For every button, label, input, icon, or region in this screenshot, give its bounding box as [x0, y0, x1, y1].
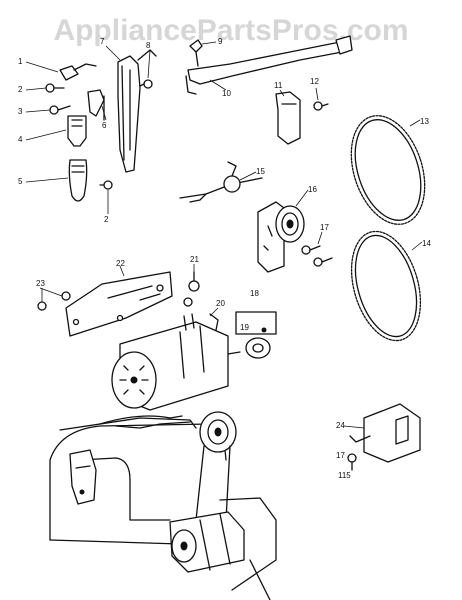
callout-19: 19 — [240, 323, 249, 332]
callout-3: 3 — [18, 107, 23, 116]
callout-22: 22 — [116, 259, 125, 268]
callout-2: 2 — [18, 85, 23, 94]
callout-21: 21 — [190, 255, 199, 264]
callout-18: 18 — [250, 289, 259, 298]
switch-lever — [179, 161, 263, 203]
callout-115: 115 — [338, 471, 351, 480]
callout-9: 9 — [218, 37, 223, 46]
leader-lines — [25, 41, 423, 429]
callout-4: 4 — [18, 135, 23, 144]
callout-13: 13 — [420, 117, 429, 126]
switch-block — [347, 403, 421, 471]
link-bracket — [275, 91, 329, 145]
callout-5: 5 — [18, 177, 23, 186]
callout-24: 24 — [336, 421, 345, 430]
callout-20: 20 — [216, 299, 225, 308]
motor-pulley-knob — [235, 311, 277, 359]
callout-6: 6 — [102, 121, 107, 130]
presser-arm-assembly — [185, 35, 353, 95]
callout-11: 11 — [274, 81, 283, 90]
callout-7: 7 — [100, 37, 105, 46]
motor — [111, 313, 241, 411]
callout-labels: 1 2 3 4 5 2 6 7 8 9 10 11 12 13 14 15 16… — [18, 37, 431, 480]
callout-10: 10 — [222, 89, 231, 98]
pulley-bracket — [257, 201, 333, 273]
callout-14: 14 — [422, 239, 431, 248]
belts — [350, 115, 426, 342]
lamp-bracket-assembly — [45, 49, 157, 202]
callout-23: 23 — [36, 279, 45, 288]
callout-12: 12 — [310, 77, 319, 86]
callout-1: 1 — [18, 57, 23, 66]
callout-15: 15 — [256, 167, 265, 176]
callout-17: 17 — [320, 223, 329, 232]
callout-2b: 2 — [104, 215, 109, 224]
callout-17b: 17 — [336, 451, 345, 460]
callout-8: 8 — [146, 41, 151, 50]
machine-head — [49, 411, 277, 600]
motor-mount-bracket — [37, 271, 200, 337]
callout-16: 16 — [308, 185, 317, 194]
